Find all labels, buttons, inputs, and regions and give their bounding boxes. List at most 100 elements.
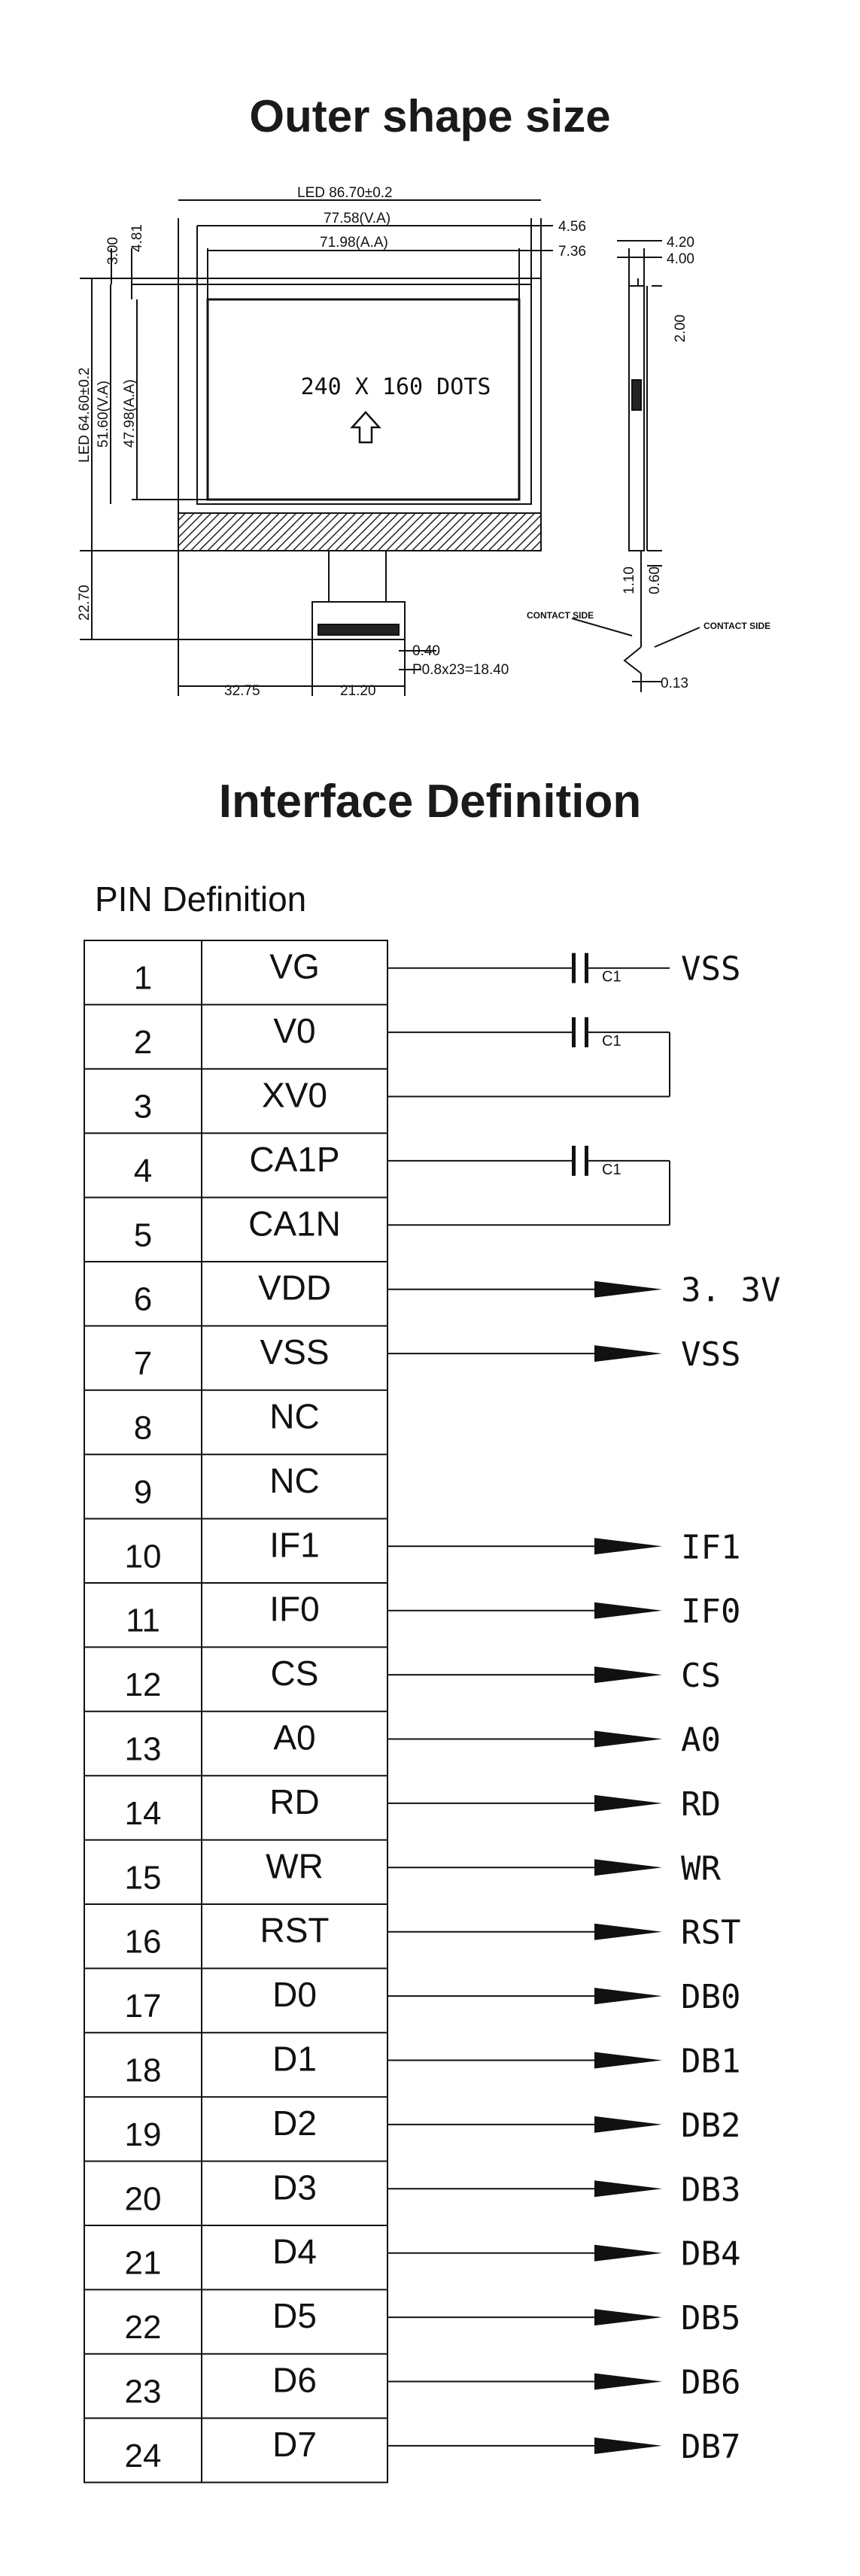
pin-name: D6 [272,2361,317,2400]
capacitor-plate-icon [572,952,576,983]
dim-led-width: LED 86.70±0.2 [297,185,393,201]
dim-481: 4.81 [129,224,145,252]
arrow-icon [594,2244,662,2262]
pin-signal-label: 3. 3V [681,1271,780,1310]
dim-400: 4.00 [667,251,694,267]
pin-number: 7 [134,1345,152,1382]
pin-signal-label: VSS [681,950,740,989]
pin-number: 1 [134,960,152,997]
outline-drawing: 240 X 160 DOTS LED 86.70±0.2 77.58(V.A) … [77,185,770,699]
capacitor-plate-icon [572,1017,576,1048]
dim-200: 2.00 [673,314,688,342]
pin-name: VG [269,947,319,986]
arrow-icon [594,1538,662,1555]
arrow-icon [594,1730,662,1748]
pin-signal-label: DB1 [681,2043,740,2081]
arrow-icon [594,1345,662,1362]
dim-300: 3.00 [105,237,121,265]
dim-420: 4.20 [667,235,694,251]
capacitor-label: C1 [602,969,621,986]
outer-shape-title: Outer shape size [249,91,611,141]
pin-signal-label: WR [681,1849,721,1888]
capacitor-label: C1 [602,1162,621,1178]
pin-signal-label: RD [681,1785,721,1824]
pin-name: XV0 [262,1076,327,1115]
pin-number: 19 [125,2116,162,2153]
pin-number: 3 [134,1089,152,1125]
up-arrow-icon [350,411,381,444]
pin-number: 6 [134,1281,152,1318]
dim-2120: 21.20 [340,683,376,699]
pin-name: CA1N [248,1204,341,1243]
pin-number: 11 [126,1602,160,1639]
pin-signal-label: IF0 [681,1593,740,1631]
pin-name: D4 [272,2232,317,2271]
pin-signal-label: DB6 [681,2364,740,2402]
active-area [206,298,521,501]
arrow-icon [594,1988,662,2005]
pin-name: IF0 [269,1590,319,1629]
pin-name: CA1P [249,1140,339,1179]
pin-number: 5 [134,1217,152,1253]
pin-signal-label: DB5 [681,2299,740,2338]
arrow-icon [594,1280,662,1298]
dim-3275: 32.75 [224,683,260,699]
capacitor-plate-icon [585,1145,588,1176]
contact-side-left: CONTACT SIDE [527,610,594,621]
side-view [628,285,645,551]
pin-signal-label: CS [681,1657,721,1695]
pin-number: 10 [125,1538,162,1575]
pin-number: 21 [125,2245,162,2282]
dim-aa-width: 71.98(A.A) [320,235,388,251]
pin-name: NC [269,1397,319,1436]
dim-va-height: 51.60(V.A) [96,381,111,448]
pin-number: 14 [125,1795,162,1832]
arrow-icon [594,2052,662,2069]
pin-number: 16 [125,1924,162,1961]
viewing-area [196,284,532,505]
display-resolution-label: 240 X 160 DOTS [301,374,491,400]
dim-pitch: P0.8x23=18.40 [412,662,509,678]
pin-signal-label: VSS [681,1335,740,1374]
pin-signal-label: RST [681,1914,740,1952]
pin-signal-label: DB7 [681,2428,740,2466]
pin-number: 23 [125,2374,162,2410]
dim-040: 0.40 [412,643,440,659]
pin-name: RST [260,1911,330,1950]
capacitor-plate-icon [572,1145,576,1176]
pin-name: D7 [272,2425,317,2464]
pin-number: 17 [125,1988,162,2025]
pin-signal-label: DB2 [681,2107,740,2145]
arrow-icon [594,1602,662,1619]
capacitor-plate-icon [585,952,588,983]
contact-side-right: CONTACT SIDE [703,621,770,631]
arrow-icon [594,2373,662,2390]
pin-signal-label: IF1 [681,1528,740,1566]
dim-060: 0.60 [647,567,663,594]
pin-name: D1 [272,2040,317,2079]
pin-name: A0 [273,1718,315,1757]
pin-name: WR [266,1846,324,1885]
dim-aa-height: 47.98(A.A) [122,379,138,448]
pin-name: V0 [273,1011,315,1050]
pin-number: 13 [125,1731,162,1768]
module-outline [178,278,542,551]
pin-signal-label: A0 [681,1721,721,1760]
arrow-icon [594,1923,662,1940]
pin-number: 22 [125,2309,162,2346]
pin-name: D3 [272,2167,317,2207]
pin-number: 8 [134,1410,152,1447]
arrow-icon [594,1794,662,1812]
pin-name: D0 [272,1975,317,2014]
arrow-icon [594,1666,662,1684]
dim-736: 7.36 [558,244,586,260]
dim-456: 4.56 [558,219,586,235]
pin-name: D5 [272,2296,317,2335]
pin-number: 20 [125,2180,162,2217]
pin-number: 2 [134,1024,152,1061]
pin-table-border [84,940,388,2483]
pin-name: IF1 [269,1525,319,1564]
pin-number: 4 [134,1153,152,1189]
pin-definition-heading: PIN Definition [95,879,307,919]
arrow-icon [594,2309,662,2326]
